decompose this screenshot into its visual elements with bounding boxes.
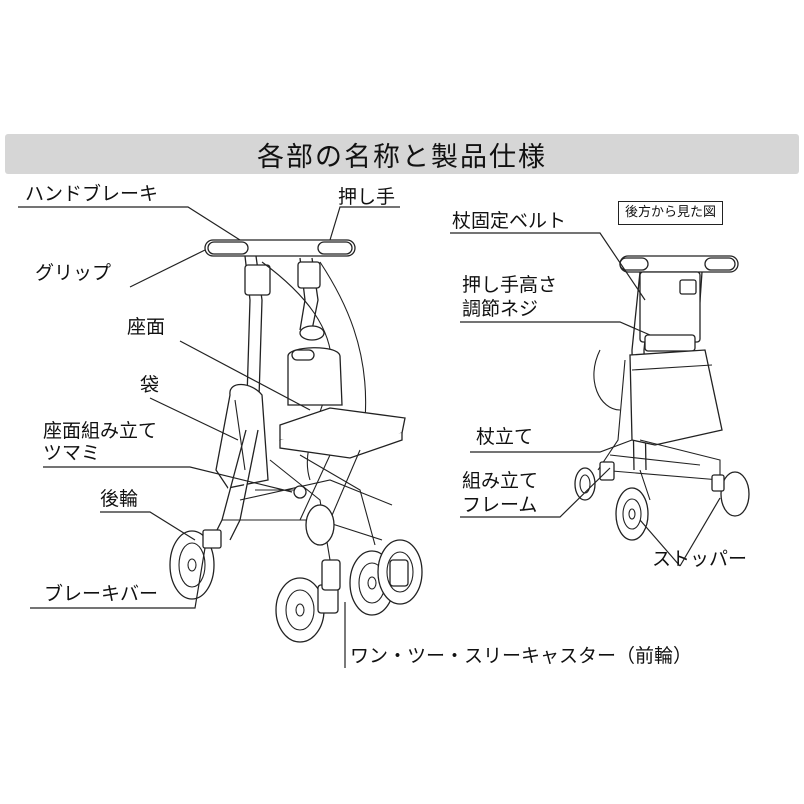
- label-bag: 袋: [140, 374, 160, 396]
- title-bar: 各部の名称と製品仕様: [5, 134, 799, 174]
- label-cane-belt: 杖固定ベルト: [452, 210, 567, 232]
- page-title: 各部の名称と製品仕様: [257, 141, 547, 173]
- label-casters: ワン・ツー・スリーキャスター（前輪）: [350, 645, 693, 667]
- label-frame-1: 組み立て: [462, 470, 539, 492]
- rear-view-illustration: [574, 255, 750, 541]
- label-seat-knob-1: 座面組み立て: [43, 420, 158, 442]
- label-grip: グリップ: [35, 262, 112, 284]
- label-height-screw-2: 調節ネジ: [462, 298, 539, 320]
- label-brake-bar: ブレーキバー: [44, 583, 159, 605]
- label-rear-wheel: 後輪: [100, 488, 139, 510]
- label-seat-knob-2: ツマミ: [43, 442, 101, 464]
- label-cane-stand: 杖立て: [476, 426, 534, 448]
- leader-lines: [18, 206, 721, 668]
- label-push-handle: 押し手: [338, 186, 396, 208]
- label-hand-brake: ハンドブレーキ: [25, 183, 159, 205]
- main-walker-illustration: [169, 239, 423, 643]
- label-height-screw-1: 押し手高さ: [462, 274, 558, 296]
- label-frame-2: フレーム: [462, 494, 538, 516]
- label-stopper: ストッパー: [652, 548, 748, 570]
- rear-view-caption: 後方から見た図: [618, 201, 724, 225]
- label-seat: 座面: [127, 316, 166, 338]
